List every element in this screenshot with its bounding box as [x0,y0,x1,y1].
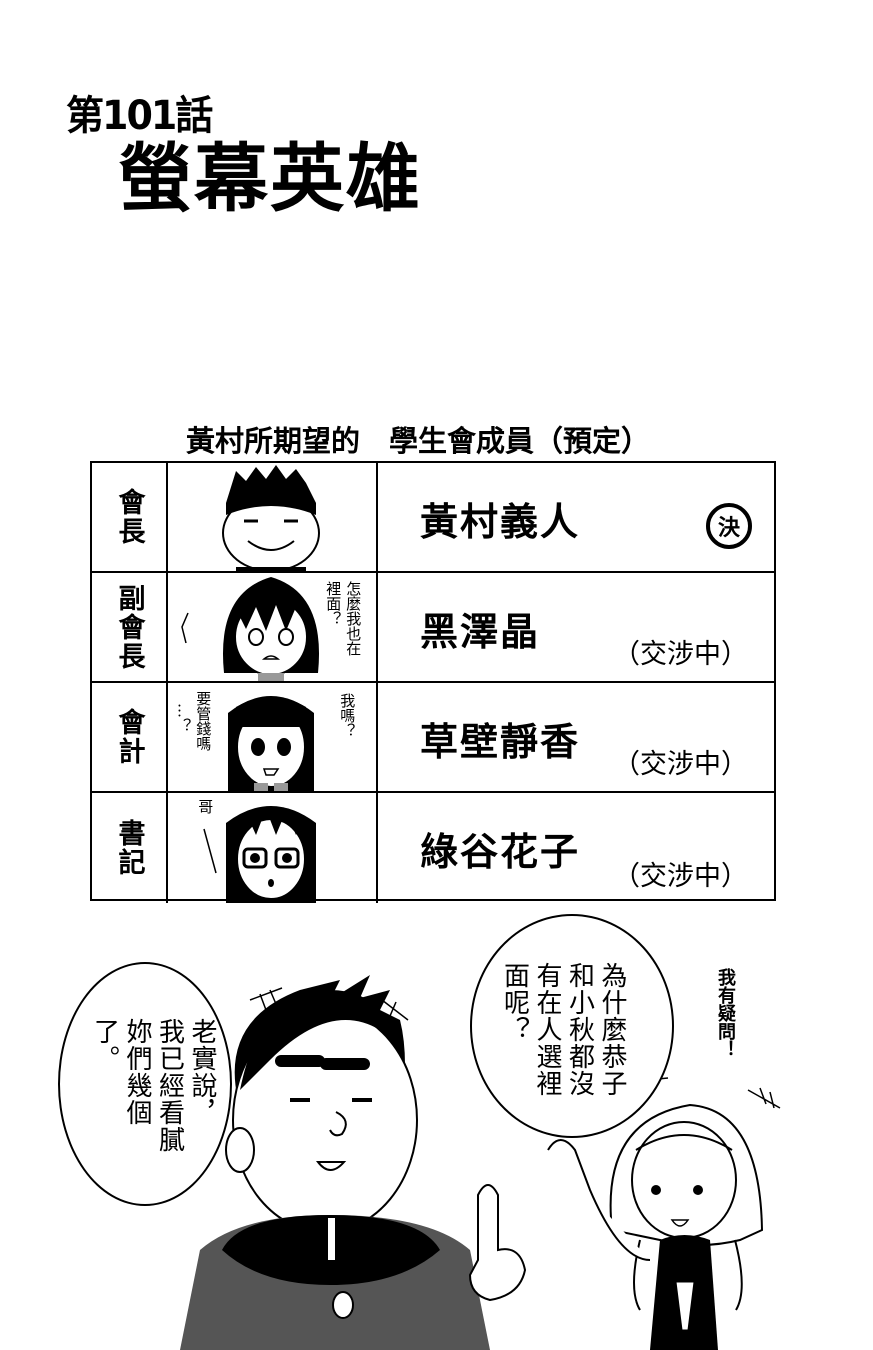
negotiation-status: （交涉中） [613,639,748,670]
aside-text: 哥 [196,799,215,814]
girl-glasses-icon [203,806,316,903]
student-council-roster: 會長 黃村義人 決 副會長 [90,461,776,903]
negotiation-status: （交涉中） [613,861,748,892]
aside-text: 裡面？ [324,581,343,626]
roster-row-president: 會長 黃村義人 決 [92,463,774,573]
aside-text: 我嗎？ [338,693,357,738]
portrait-kusakabe: 我嗎？ 要管錢嗎 …？ [166,683,378,791]
member-name: 綠谷花子 [420,830,581,874]
portrait-kimura [166,463,378,571]
roster-row-secretary: 書記 哥 綠谷花子 （交涉中） [92,793,774,903]
member-name: 草壁靜香 [420,720,581,764]
member-name: 黑澤晶 [420,610,541,654]
roster-row-vice-president: 副會長 怎麼我也在 裡面？ 黑澤晶 （交涉中） [92,573,774,683]
portrait-midoriya: 哥 [166,793,378,903]
shout-text: 我有疑問！ [715,968,736,1058]
speech-bubble-right [470,914,674,1138]
aside-text: 怎麼我也在 [344,581,363,656]
negotiation-status: （交涉中） [613,749,748,780]
speech-text-left: 老實說， 我已經看膩 妳們幾個了。 [89,1018,218,1153]
girl-face-icon [181,577,320,681]
speech-bubble-left [58,962,232,1206]
role-label: 書記 [113,819,145,877]
decided-badge: 決 [706,503,752,549]
role-label: 副會長 [113,583,145,671]
aside-text: …？ [174,703,193,733]
portrait-kurosawa: 怎麼我也在 裡面？ [166,573,378,681]
boy-face-icon [222,465,320,571]
girl-longhair-icon [228,696,314,791]
role-label: 會長 [113,488,145,546]
member-name: 黃村義人 [420,500,581,544]
speech-text-right: 為什麼恭子 和小秋都沒 有在人選裡 面呢？ [499,962,628,1097]
chapter-title: 螢幕英雄 [118,136,422,222]
aside-text: 要管錢嗎 [194,691,213,751]
role-label: 會計 [113,708,145,766]
chapter-number: 第101話 [66,92,213,139]
roster-caption: 黃村所期望的 學生會成員（預定） [186,424,651,458]
roster-row-treasurer: 會計 我嗎？ 要管錢嗎 …？ 草壁靜香 （交涉中） [92,683,774,793]
